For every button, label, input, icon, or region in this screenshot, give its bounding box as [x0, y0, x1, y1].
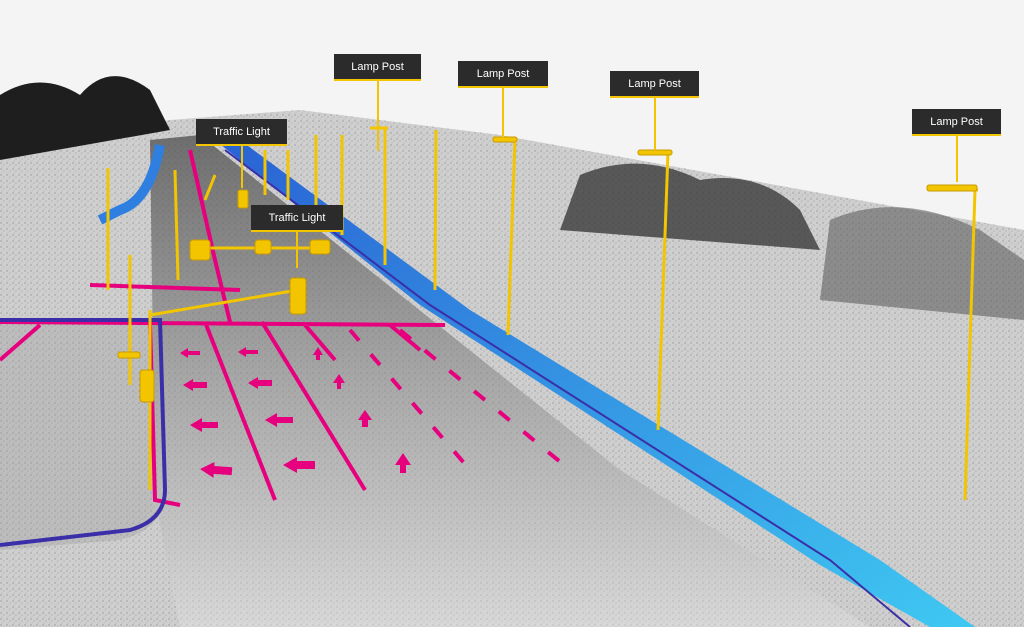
traffic-light-label-2: Traffic Light — [251, 205, 343, 268]
traffic-signal-head — [189, 239, 211, 261]
lamp-post-label-4: Lamp Post — [912, 109, 1001, 182]
lamp-post-pole-3 — [656, 151, 670, 431]
left-curb — [97, 144, 165, 225]
lamp-post-label-3: Lamp Post — [610, 71, 699, 150]
turn-left-arrow-icon — [200, 461, 233, 478]
traffic-light-label-2-text: Traffic Light — [268, 212, 326, 224]
lamp-post-label-1-text: Lamp Post — [351, 61, 404, 73]
turn-left-arrow-icon — [180, 348, 200, 358]
turn-left-arrow-icon — [238, 347, 258, 357]
right-curb — [215, 140, 975, 627]
lamp-post-label-1: Lamp Post — [334, 54, 421, 151]
turn-left-arrow-icon — [248, 377, 272, 389]
label-leader-line — [653, 98, 656, 150]
straight-arrow-icon — [313, 347, 323, 360]
lamp-post-label-3-text: Lamp Post — [628, 78, 681, 90]
dashed-lane-markings — [348, 328, 572, 472]
straight-arrow-icon — [358, 410, 372, 427]
label-leader-line — [502, 88, 504, 138]
turn-left-arrow-icon — [283, 457, 315, 473]
turn-left-arrow-icon — [190, 418, 218, 432]
traffic-signal-head — [289, 277, 307, 315]
label-leader-line — [240, 146, 243, 188]
turn-left-arrow-icon — [265, 413, 293, 427]
traffic-signal-head — [139, 369, 155, 403]
lamp-post-label-2: Lamp Post — [458, 61, 548, 138]
traffic-signal-head — [237, 189, 249, 209]
traffic-light-label-1-text: Traffic Light — [213, 126, 270, 138]
straight-arrow-icon — [333, 374, 345, 389]
traffic-signal-head — [254, 239, 272, 255]
lamp-post-pole-4 — [963, 189, 977, 501]
traffic-light-label-1: Traffic Light — [196, 119, 287, 188]
signal-heads — [117, 136, 978, 403]
lane-markings — [0, 149, 446, 507]
lamp-post-label-4-text: Lamp Post — [930, 116, 983, 128]
traffic-signal-head — [309, 239, 331, 255]
lamp-post-label-2-text: Lamp Post — [476, 68, 530, 80]
median-line — [0, 318, 168, 547]
lamp-post-pole-2 — [506, 139, 517, 336]
lane-arrows — [180, 347, 411, 478]
vegetation-right — [560, 163, 820, 250]
tree-cluster-left — [0, 76, 170, 160]
label-leader-line — [955, 136, 958, 182]
label-leader-line — [296, 232, 298, 268]
turn-left-arrow-icon — [183, 379, 207, 391]
label-leader-line — [376, 81, 379, 151]
straight-arrow-icon — [395, 453, 411, 473]
